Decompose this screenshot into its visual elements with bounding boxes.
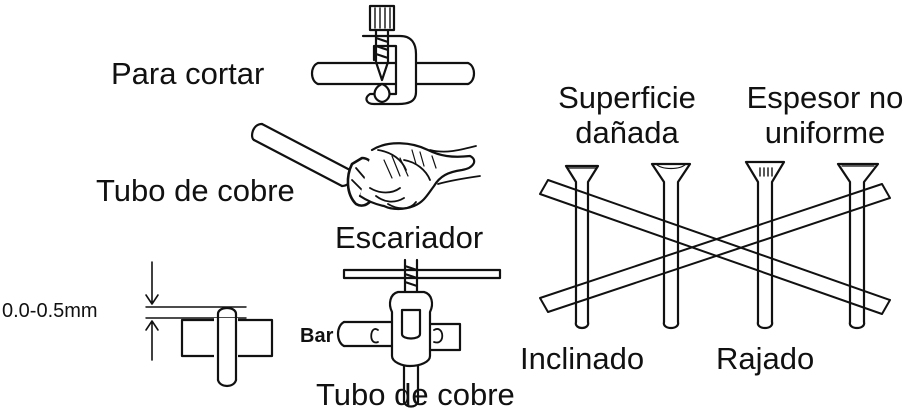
flare-height-detail [146, 262, 272, 386]
short-tube-end-left [252, 124, 262, 140]
tool-wingnut-left [371, 329, 378, 343]
arrow-down [146, 262, 158, 304]
label-tubo-de-cobre-2: Tubo de cobre [316, 377, 515, 412]
label-espesor-no: Espesor no [746, 80, 904, 115]
cutter-roller [375, 84, 390, 102]
label-measure: 0.0-0.5mm [2, 300, 98, 322]
measure-tube-top [218, 308, 236, 314]
measure-tube [218, 314, 236, 380]
short-copper-tube [254, 124, 350, 186]
cutter-knob-knurl [375, 8, 390, 28]
cutter-tube [318, 63, 468, 84]
label-rajado: Rajado [716, 341, 815, 376]
cutter-tube-end-right [468, 63, 474, 84]
tool-block-right [430, 324, 460, 350]
tool-tube-left-end [338, 322, 344, 346]
bad-flare-examples [540, 162, 890, 328]
cross-mark-2 [540, 184, 890, 312]
label-bar: Bar [300, 325, 334, 347]
tool-lower-tube [404, 366, 418, 402]
cutter-frame [363, 36, 416, 104]
hand-fingers [370, 150, 430, 208]
label-superficie: Superficie [558, 80, 696, 115]
cross-mark-1 [540, 180, 890, 314]
hand-outline [360, 143, 474, 209]
tube-damaged [652, 164, 690, 328]
label-danada: dañada [575, 115, 679, 150]
flare-bar-block [182, 320, 272, 356]
cutter-tube-end-left [312, 63, 318, 84]
tube-inclined [566, 166, 598, 328]
flaring-tool-illustration [338, 260, 500, 407]
cutter-screw [376, 30, 388, 62]
label-uniforme: uniforme [764, 115, 886, 150]
label-tubo-de-cobre-1: Tubo de cobre [96, 173, 295, 208]
tube-cracked [746, 162, 784, 328]
label-inclinado: Inclinado [520, 341, 645, 376]
label-para-cortar: Para cortar [111, 56, 265, 91]
measure-tube-bottom [218, 380, 236, 386]
tool-tube-left [344, 322, 392, 346]
arrow-up [146, 321, 158, 360]
cutter-blade [376, 62, 388, 80]
reaming-illustration [252, 124, 480, 209]
label-escariador: Escariador [335, 220, 484, 255]
tool-screw [405, 260, 417, 292]
hand-shading [384, 150, 436, 178]
tool-cone [402, 310, 420, 339]
tool-wingnut-right [434, 329, 442, 343]
pipe-cutter-illustration [312, 6, 474, 104]
hand-wrist [430, 146, 480, 184]
tube-uneven [838, 164, 878, 328]
tool-handle-bar [344, 270, 500, 278]
tool-lower-tube-end [404, 402, 418, 407]
